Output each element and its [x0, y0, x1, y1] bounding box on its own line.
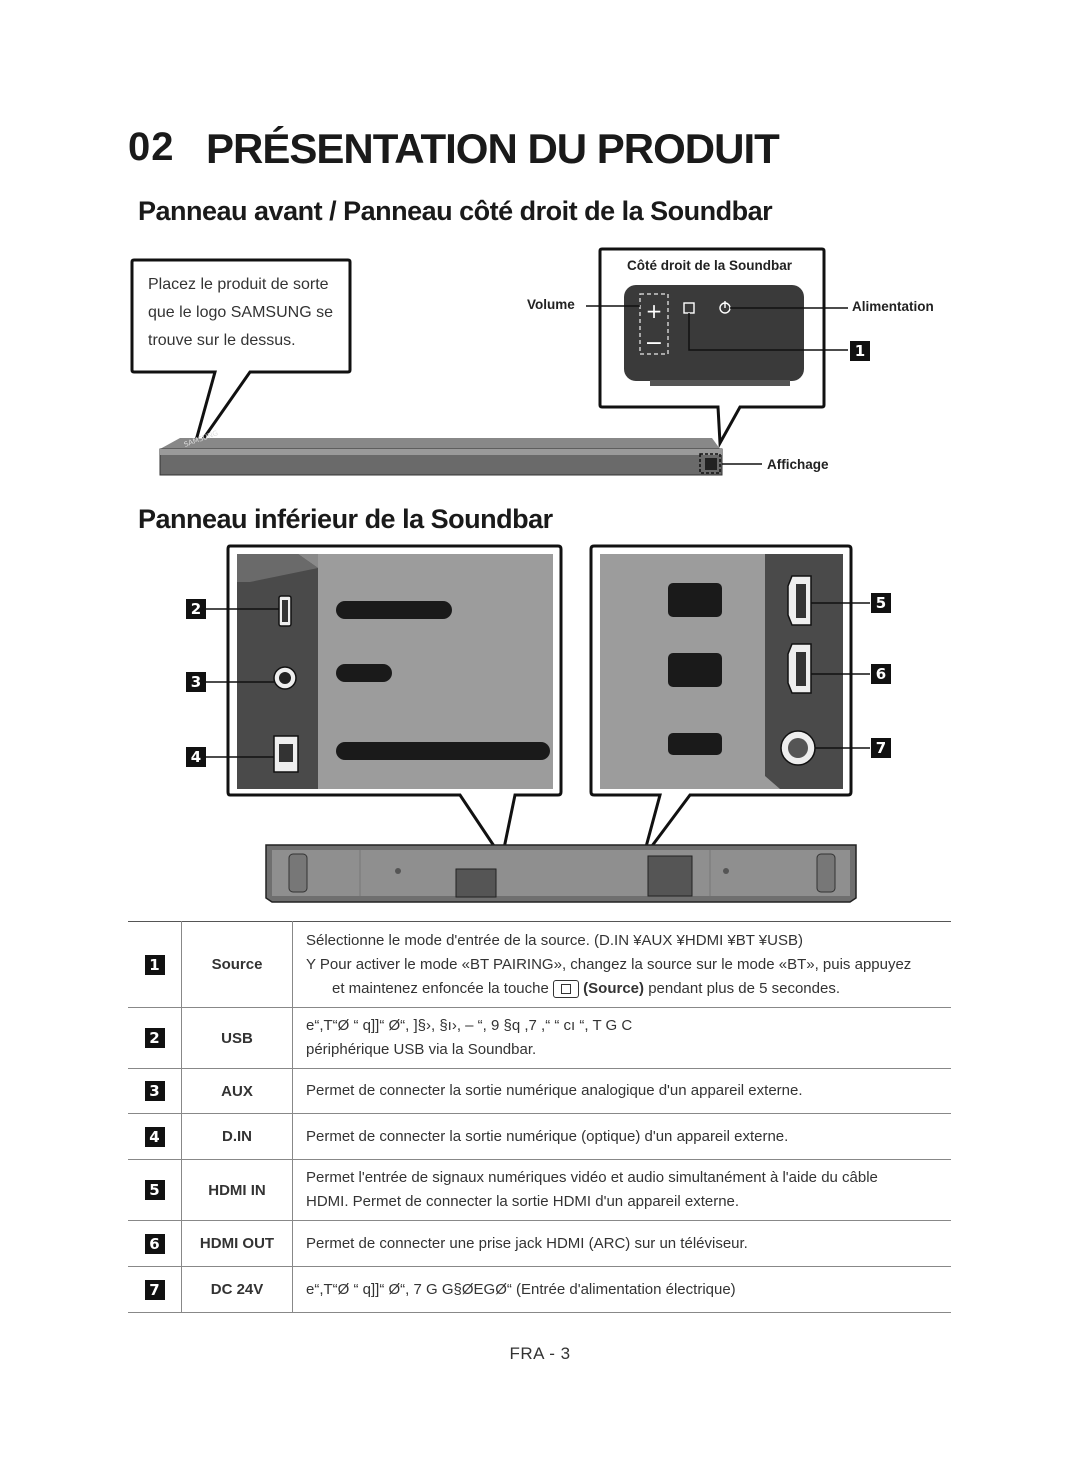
row-name: DC 24V: [181, 1266, 293, 1313]
row-description: Permet de connecter la sortie numérique …: [292, 1068, 951, 1114]
table-row: 7 DC 24V e“,T“Ø “ q]]“ Ø“, 7 G G§ØEGØ“ (…: [128, 1266, 951, 1313]
row-name: HDMI IN: [181, 1159, 293, 1221]
table-row: 6 HDMI OUT Permet de connecter une prise…: [128, 1220, 951, 1267]
volume-label: Volume: [527, 297, 575, 312]
row-note: Y Pour activer le mode «BT PAIRING», cha…: [306, 955, 912, 973]
connector-table: 1 Source Sélectionne le mode d'entrée de…: [128, 921, 951, 1313]
row-description: Permet de connecter une prise jack HDMI …: [292, 1220, 951, 1267]
marker-5: 5: [871, 593, 891, 613]
marker-7: 7: [871, 738, 891, 758]
row-note-end: pendant plus de 5 secondes.: [648, 979, 841, 997]
row-description: Permet de connecter la sortie numérique …: [292, 1113, 951, 1160]
side-panel-label: Côté droit de la Soundbar: [627, 258, 793, 273]
power-label: Alimentation: [852, 299, 934, 314]
row-number: 1: [144, 954, 165, 975]
svg-text:−: −: [645, 331, 663, 356]
bottom-panel-title: Panneau inférieur de la Soundbar: [138, 504, 553, 534]
soundbar-side-panel: [624, 285, 804, 381]
row-description: e“,T“Ø “ q]]“ Ø“, 7 G G§ØEGØ“ (Entrée d'…: [292, 1266, 951, 1313]
row-note-cont: et maintenez enfoncée la touche: [332, 979, 549, 997]
row-name: D.IN: [181, 1113, 293, 1160]
row-description: Sélectionne le mode d'entrée de la sourc…: [306, 931, 803, 949]
front-panel-illustration: + − SAMSUNG: [130, 247, 848, 476]
row-name: Source: [181, 921, 293, 1008]
row-number: 4: [144, 1126, 165, 1147]
table-row: 1 Source Sélectionne le mode d'entrée de…: [128, 921, 951, 1008]
row-number: 7: [144, 1279, 165, 1300]
placement-note-line: que le logo SAMSUNG se: [148, 304, 333, 321]
row-description: e“,T“Ø “ q]]“ Ø“, ]§›, §ı›, – “, 9 §q ,7…: [306, 1017, 633, 1034]
row-description: Permet l'entrée de signaux numériques vi…: [306, 1169, 878, 1186]
svg-text:+: +: [646, 299, 663, 323]
placement-note-line: Placez le produit de sorte: [148, 276, 329, 293]
row-number: 2: [144, 1028, 165, 1048]
row-name: HDMI OUT: [181, 1220, 293, 1267]
row-number: 3: [144, 1081, 165, 1101]
placement-note: Placez le produit de sorte que le logo S…: [148, 271, 333, 355]
row-number: 5: [144, 1180, 165, 1200]
row-name: AUX: [181, 1068, 293, 1114]
source-icon: [553, 979, 579, 998]
marker-6: 6: [871, 664, 891, 684]
chapter-title: PRÉSENTATION DU PRODUIT: [206, 125, 780, 172]
bottom-panel-illustration: [206, 544, 870, 903]
placement-note-line: trouve sur le dessus.: [148, 332, 296, 349]
marker-3: 3: [186, 672, 206, 692]
page-number: FRA - 3: [509, 1344, 571, 1363]
chapter-number: 02: [128, 125, 175, 169]
table-row: 5 HDMI IN Permet l'entrée de signaux num…: [128, 1159, 951, 1221]
row-number: 6: [144, 1233, 165, 1254]
row-description-cont: HDMI. Permet de connecter la sortie HDMI…: [306, 1193, 740, 1210]
marker-1: 1: [850, 341, 870, 361]
marker-4: 4: [186, 747, 206, 767]
table-row: 2 USB e“,T“Ø “ q]]“ Ø“, ]§›, §ı›, – “, 9…: [128, 1007, 951, 1069]
display-label: Affichage: [767, 457, 829, 472]
row-description-cont: périphérique USB via la Soundbar.: [306, 1041, 537, 1058]
marker-2: 2: [186, 599, 206, 619]
front-panel-title: Panneau avant / Panneau côté droit de la…: [138, 196, 773, 226]
row-name: USB: [181, 1007, 293, 1069]
table-row: 4 D.IN Permet de connecter la sortie num…: [128, 1113, 951, 1160]
table-row: 3 AUX Permet de connecter la sortie numé…: [128, 1068, 951, 1114]
source-key-label: (Source): [583, 979, 645, 997]
